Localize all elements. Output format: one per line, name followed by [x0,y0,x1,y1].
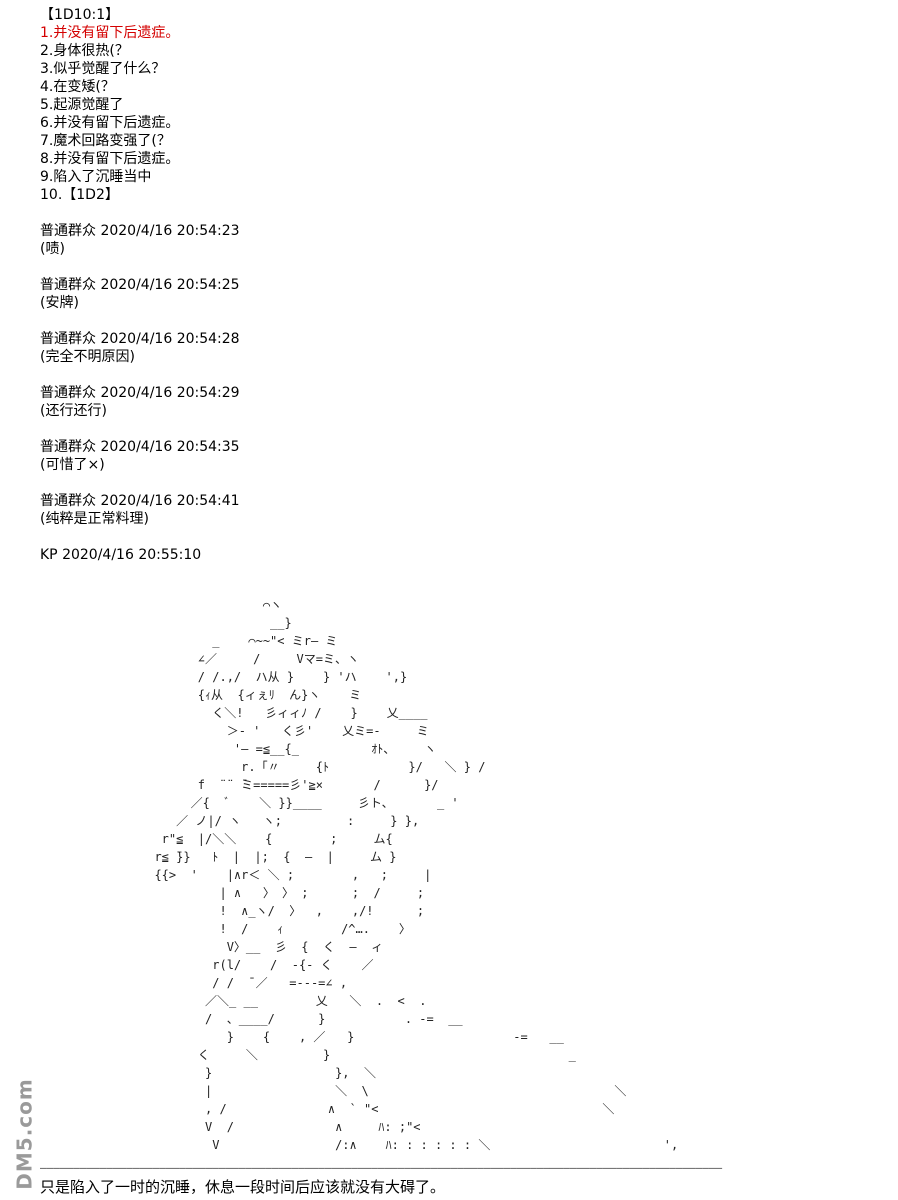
post-content: 【1D10:1】 1.并没有留下后遗症。 2.身体很热(？ 3.似乎觉醒了什么？… [40,6,880,564]
comment-author: 普通群众 [40,493,96,509]
roll-option: 6.并没有留下后遗症。 [40,115,180,131]
comment: 普通群众 2020/4/16 20:54:41 (纯粹是正常料理) [40,492,880,528]
comment: 普通群众 2020/4/16 20:54:29 (还行还行) [40,384,880,420]
roll-option: 8.并没有留下后遗症。 [40,151,180,167]
kp-author: KP [40,547,58,563]
comment: 普通群众 2020/4/16 20:54:23 (啧) [40,222,880,258]
comment: 普通群众 2020/4/16 20:54:25 (安牌) [40,276,880,312]
watermark-logo: DM5.com [12,1078,38,1189]
roll-option: 2.身体很热(？ [40,43,129,59]
roll-option-selected: 1.并没有留下后遗症。 [40,25,180,41]
comment-text: (啧) [40,241,65,257]
comment-time: 2020/4/16 20:54:23 [100,223,240,239]
kp-time: 2020/4/16 20:55:10 [62,547,202,563]
comment-time: 2020/4/16 20:54:29 [100,385,240,401]
comment-author: 普通群众 [40,277,96,293]
comment-time: 2020/4/16 20:54:28 [100,331,240,347]
comment-author: 普通群众 [40,385,96,401]
roll-option: 5.起源觉醒了 [40,97,124,113]
roll-header: 【1D10:1】 [40,7,120,23]
divider: ――――――――――――――――――――――――――――――――――――――――… [40,1163,723,1173]
watermark-text: DM5.com [13,1078,38,1190]
roll-option: 7.魔术回路变强了(？ [40,133,171,149]
comment-text: (完全不明原因) [40,349,135,365]
comment-author: 普通群众 [40,331,96,347]
roll-option: 10.【1D2】 [40,187,119,203]
comment-time: 2020/4/16 20:54:35 [100,439,240,455]
roll-option: 9.陷入了沉睡当中 [40,169,152,185]
comment-time: 2020/4/16 20:54:41 [100,493,240,509]
comment: 普通群众 2020/4/16 20:54:35 (可惜了×) [40,438,880,474]
ascii-art-illustration: ⌒ヽ __} _ ⌒~~"< ミr― ミ ∠／ / Vマ=ミ、ヽ / /.,/ … [154,598,679,1152]
comment-time: 2020/4/16 20:54:25 [100,277,240,293]
comment-author: 普通群众 [40,439,96,455]
caption-text: 只是陷入了一时的沉睡，休息一段时间后应该就没有大碍了。 [40,1178,446,1196]
roll-option: 4.在变矮(？ [40,79,115,95]
comment-text: (纯粹是正常料理) [40,511,149,527]
comment-author: 普通群众 [40,223,96,239]
comment-text: (还行还行) [40,403,107,419]
kp-post: KP 2020/4/16 20:55:10 [40,546,880,564]
comment: 普通群众 2020/4/16 20:54:28 (完全不明原因) [40,330,880,366]
roll-option: 3.似乎觉醒了什么？ [40,61,166,77]
comment-text: (安牌) [40,295,79,311]
comment-text: (可惜了×) [40,457,105,473]
